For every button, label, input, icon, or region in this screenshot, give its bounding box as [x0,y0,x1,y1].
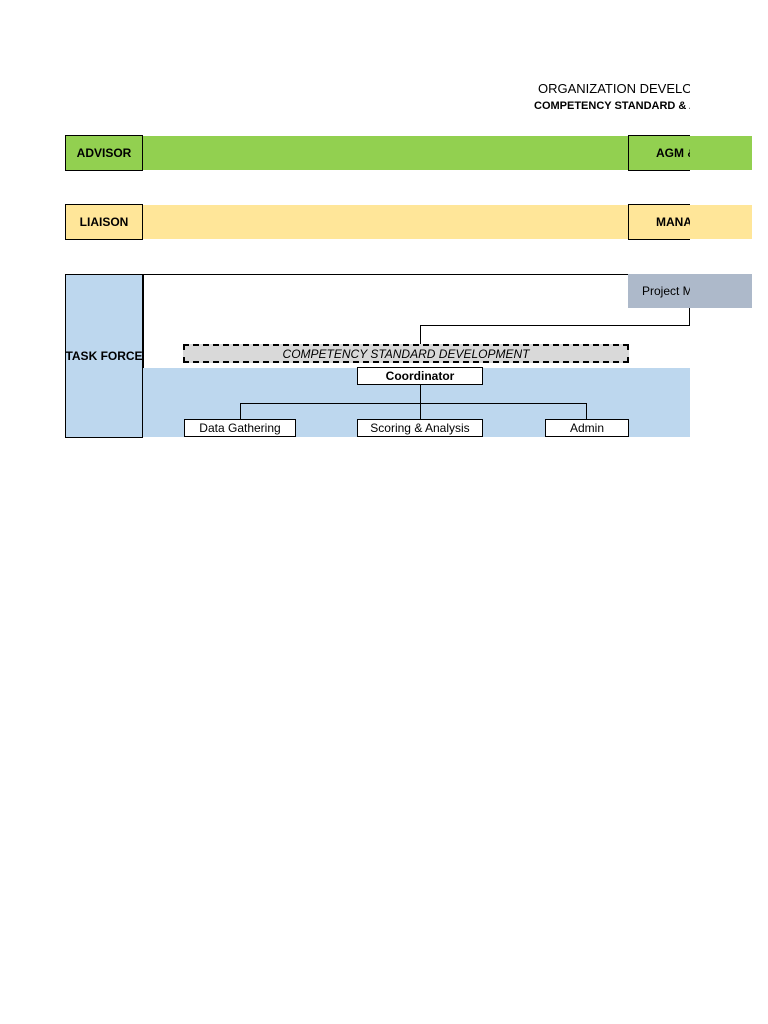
team-data-gathering: Data Gathering [184,419,296,437]
team-connector-2 [420,403,421,420]
page-subtitle: COMPETENCY STANDARD & ASSESSMENT [534,100,690,112]
team-connector-1 [240,403,241,420]
project-manager-box: Project Manager [628,274,690,308]
task-force-label: TASK FORCE [65,274,143,438]
coordinator-connector [420,385,421,403]
sheet-viewport: ORGANIZATION DEVELOPMENT COMPETENCY STAN… [65,81,690,438]
advisor-band-overflow [690,136,752,170]
team-scoring-analysis: Scoring & Analysis [357,419,483,437]
pm-connector-drop [689,308,690,326]
team-connector-3 [586,403,587,420]
advisor-label: ADVISOR [65,135,143,171]
liaison-right-label: MANAGER [628,204,690,240]
project-manager-overflow [690,274,752,308]
liaison-band [143,205,690,239]
coordinator-box: Coordinator [357,367,483,385]
pm-to-group-connector [420,325,421,344]
competency-standard-group: COMPETENCY STANDARD DEVELOPMENT [183,344,629,363]
liaison-band-overflow [690,205,752,239]
pm-connector-horizontal [420,325,690,326]
liaison-label: LIAISON [65,204,143,240]
page-title: ORGANIZATION DEVELOPMENT [538,81,690,96]
advisor-right-label: AGM & DIRECTOR [628,135,690,171]
teams-connector-horizontal [240,403,587,404]
team-admin: Admin [545,419,629,437]
advisor-band [143,136,690,170]
